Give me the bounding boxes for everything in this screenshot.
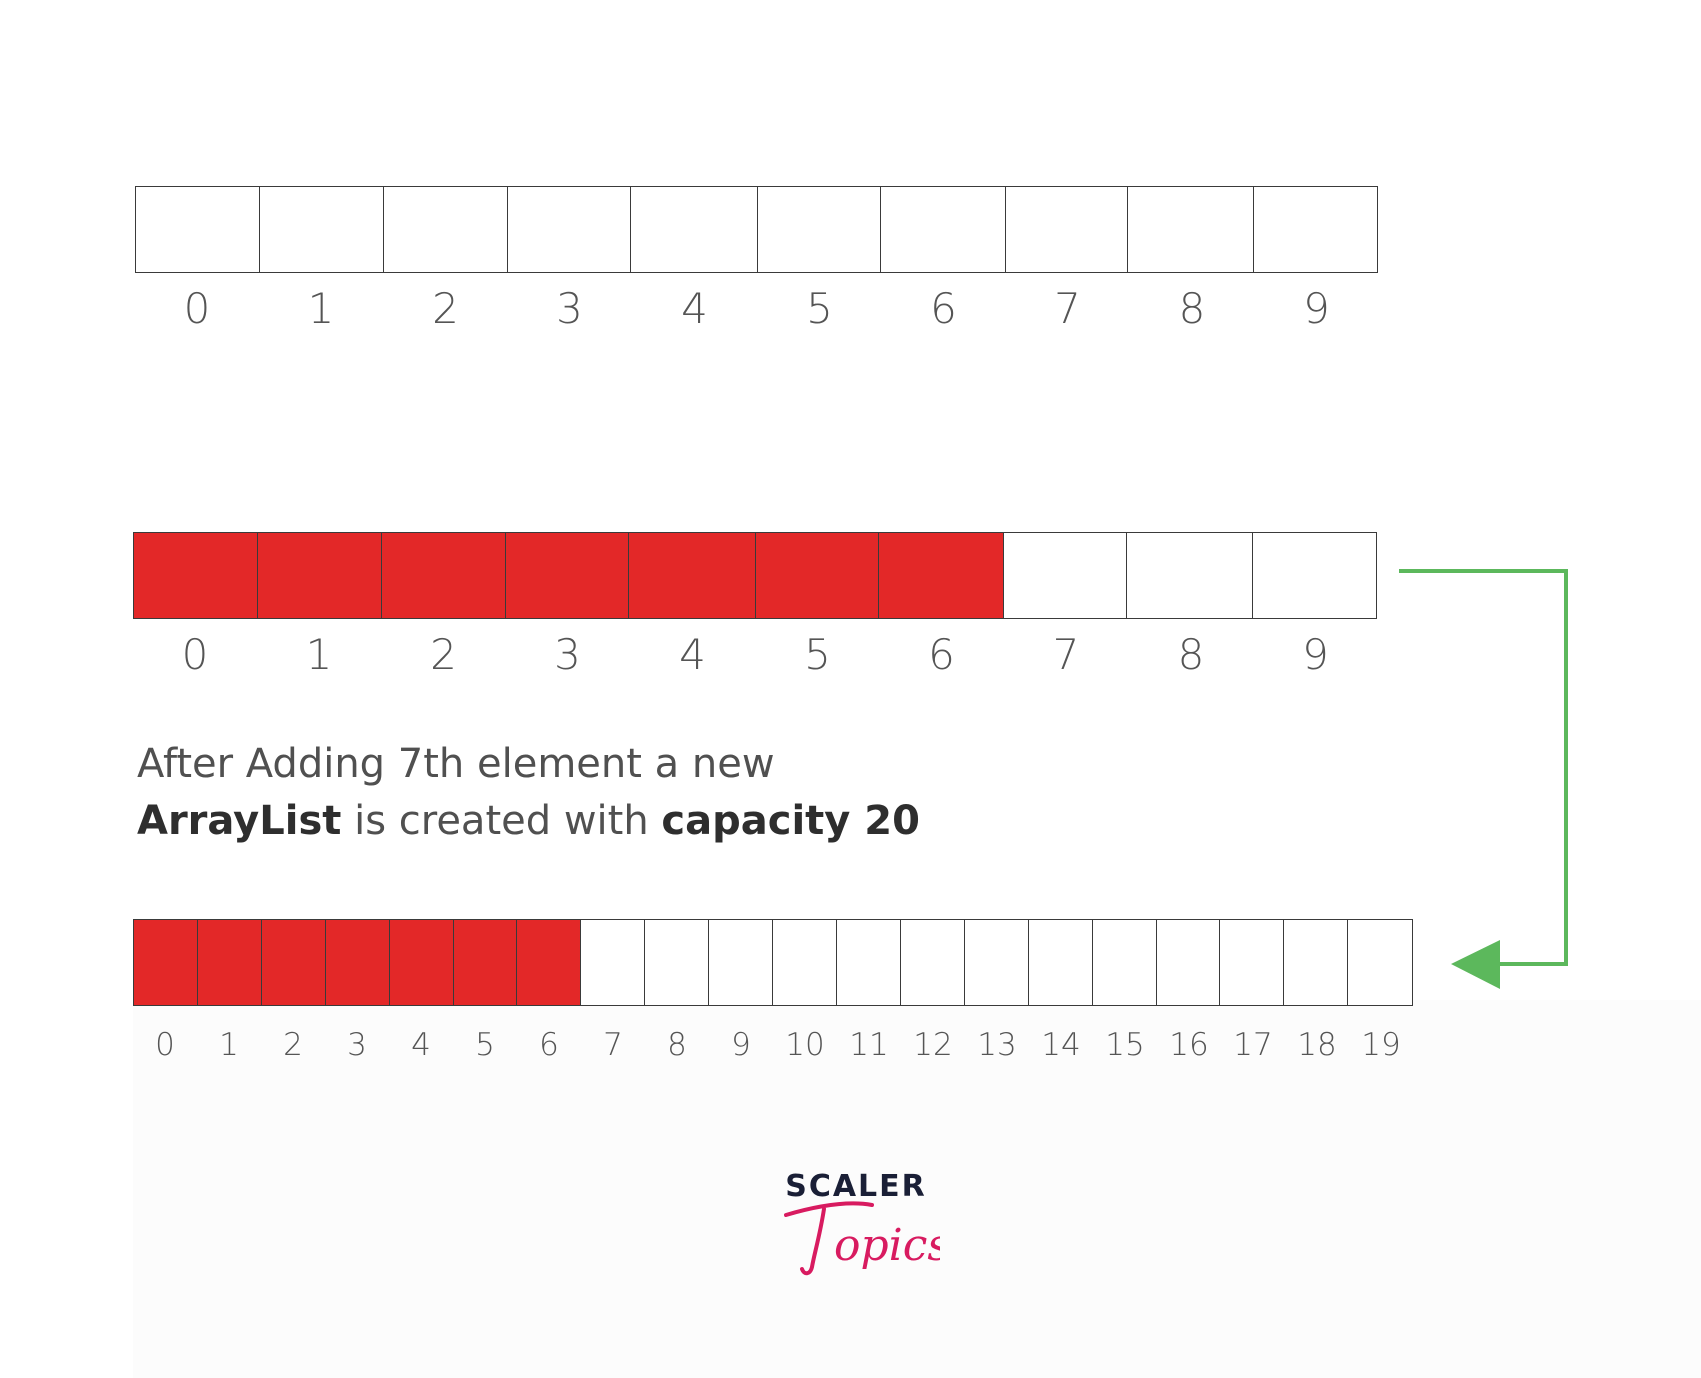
array-cell	[757, 187, 881, 272]
array-cell	[581, 920, 646, 1005]
index-label: 5	[475, 1027, 495, 1063]
array-cell	[261, 920, 326, 1005]
index-label: 4	[411, 1027, 431, 1063]
array-cell	[506, 533, 630, 618]
array-cell	[878, 533, 1004, 618]
index-label: 2	[432, 284, 459, 333]
caption-mid: is created with	[341, 798, 662, 844]
array-cell	[645, 920, 710, 1005]
arrow-line	[1399, 569, 1568, 966]
array-cell	[709, 920, 774, 1005]
logo-brand: SCALER	[785, 1169, 927, 1204]
logo-sub: opics	[834, 1220, 940, 1271]
index-label: 9	[731, 1027, 751, 1063]
full-array	[133, 532, 1377, 619]
index-label: 5	[804, 630, 831, 679]
array-cell	[517, 920, 582, 1005]
array-cell	[880, 187, 1006, 272]
array-cell	[836, 920, 901, 1005]
index-label: 13	[977, 1027, 1017, 1063]
index-label: 7	[1052, 630, 1080, 679]
array-cell	[381, 533, 507, 618]
scaler-topics-logo: SCALER opics	[784, 1169, 940, 1276]
caption-line-1: After Adding 7th element a new	[137, 741, 775, 787]
index-label: 19	[1361, 1027, 1401, 1063]
array-cell	[134, 533, 258, 618]
index-label: 17	[1233, 1027, 1273, 1063]
initial-array-indices: 0 1 2 3 4 5 6 7 8 9	[135, 283, 1378, 335]
index-label: 2	[430, 630, 457, 679]
array-cell	[1127, 533, 1254, 618]
index-label: 3	[556, 284, 583, 333]
index-label: 1	[307, 284, 335, 333]
index-label: 8	[1178, 284, 1206, 333]
array-cell	[1028, 920, 1093, 1005]
index-label: 7	[1054, 284, 1081, 333]
array-cell	[629, 533, 756, 618]
index-label: 0	[181, 630, 209, 679]
caption: After Adding 7th element a new ArrayList…	[137, 736, 1037, 850]
array-cell	[964, 920, 1029, 1005]
index-label: 11	[849, 1027, 889, 1063]
full-array-indices: 0 1 2 3 4 5 6 7 8 9	[133, 629, 1377, 681]
index-label: 6	[928, 630, 955, 679]
index-label: 16	[1169, 1027, 1209, 1063]
index-label: 12	[913, 1027, 953, 1063]
array-cell	[1005, 187, 1129, 272]
caption-line-2: ArrayList is created with capacity 20	[137, 793, 1037, 850]
index-label: 5	[806, 284, 833, 333]
index-label: 1	[219, 1027, 239, 1063]
index-label: 14	[1041, 1027, 1081, 1063]
array-cell	[755, 533, 879, 618]
background-panel	[133, 1000, 1701, 1378]
array-cell	[1220, 920, 1285, 1005]
caption-arraylist: ArrayList	[137, 798, 342, 844]
index-label: 10	[785, 1027, 825, 1063]
array-cell	[453, 920, 518, 1005]
index-label: 9	[1303, 284, 1330, 333]
index-label: 2	[283, 1027, 303, 1063]
index-label: 8	[667, 1027, 687, 1063]
array-cell	[325, 920, 390, 1005]
index-label: 8	[1177, 630, 1205, 679]
index-label: 0	[183, 284, 211, 333]
array-cell	[1092, 920, 1157, 1005]
array-cell	[1156, 920, 1221, 1005]
array-cell	[1128, 187, 1255, 272]
index-label: 0	[155, 1027, 175, 1063]
index-label: 9	[1302, 630, 1329, 679]
array-cell	[508, 187, 632, 272]
array-cell	[900, 920, 965, 1005]
array-cell	[134, 920, 198, 1005]
array-cell	[383, 187, 509, 272]
array-cell	[1253, 533, 1376, 618]
new-array	[133, 919, 1413, 1006]
array-cell	[1284, 920, 1349, 1005]
array-cell	[1254, 187, 1377, 272]
index-label: 3	[347, 1027, 367, 1063]
array-cell	[259, 187, 384, 272]
array-cell	[197, 920, 262, 1005]
array-cell	[136, 187, 260, 272]
index-label: 6	[539, 1027, 559, 1063]
array-cell	[1003, 533, 1128, 618]
index-label: 4	[681, 284, 708, 333]
index-label: 15	[1105, 1027, 1145, 1063]
array-cell	[257, 533, 382, 618]
index-label: 6	[930, 284, 957, 333]
index-label: 3	[554, 630, 581, 679]
arrow-head	[1451, 940, 1500, 989]
initial-array	[135, 186, 1378, 273]
array-cell	[631, 187, 758, 272]
array-cell	[1348, 920, 1413, 1005]
index-label: 7	[603, 1027, 623, 1063]
caption-capacity: capacity 20	[661, 798, 920, 844]
index-label: 18	[1297, 1027, 1337, 1063]
array-cell	[389, 920, 454, 1005]
index-label: 4	[679, 630, 706, 679]
array-cell	[773, 920, 837, 1005]
index-label: 1	[305, 630, 333, 679]
